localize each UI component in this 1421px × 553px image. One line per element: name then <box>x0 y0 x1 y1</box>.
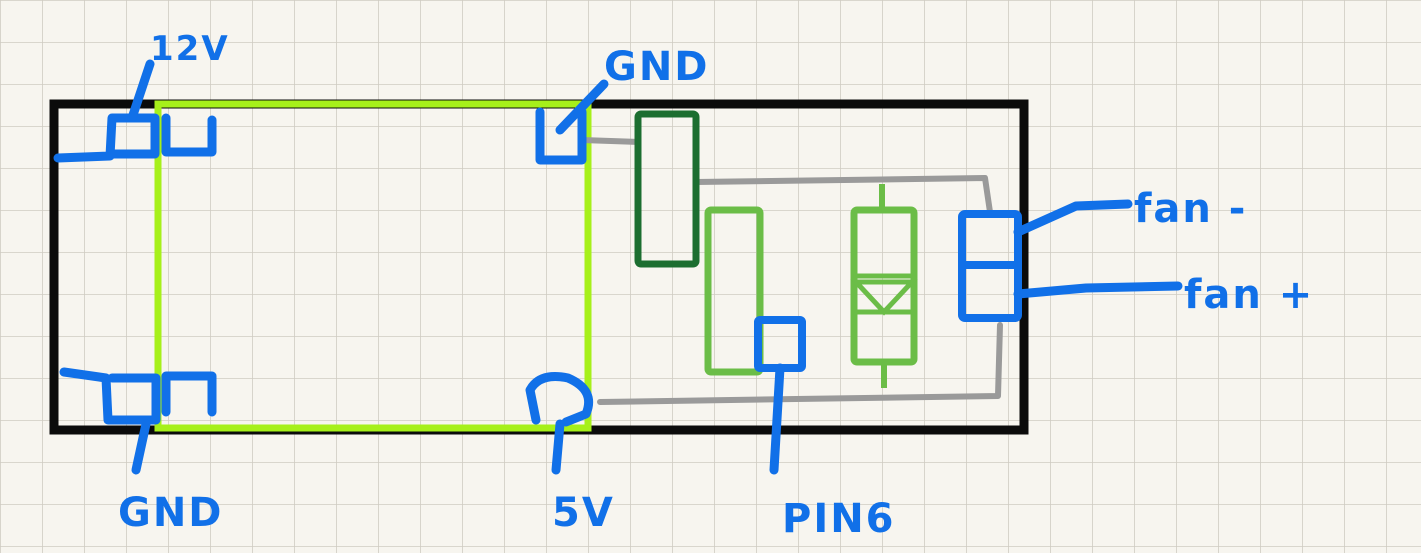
lead-fan-minus <box>1013 199 1133 237</box>
label-12v: 12V <box>150 29 230 69</box>
power-module-outline <box>154 100 592 432</box>
lead-12v <box>127 59 155 123</box>
pad-5v <box>525 372 594 427</box>
lead-5v <box>551 419 565 475</box>
label-pin6: PIN6 <box>782 496 896 542</box>
trace-mosfet-to-fan <box>693 175 993 215</box>
pad-gnd-top <box>535 107 587 165</box>
trace-gnd-to-mosfet <box>579 137 641 145</box>
trace-5v-to-fan <box>597 322 1003 405</box>
lead-gnd-top <box>555 79 609 135</box>
fan-connector <box>958 210 1022 322</box>
label-5v: 5V <box>552 490 615 536</box>
lead-fan-plus <box>1013 281 1183 299</box>
blue-wiring <box>53 59 1183 475</box>
label-gnd-top: GND <box>604 44 710 90</box>
label-fan-minus: fan - <box>1134 186 1247 232</box>
pad-module-in-bottom <box>161 371 217 417</box>
lead-gnd-left <box>131 419 151 475</box>
flyback-diode <box>850 184 918 388</box>
lead-pin6 <box>769 363 785 475</box>
mosfet <box>634 110 700 268</box>
label-fan-plus: fan + <box>1184 272 1314 318</box>
resistor <box>704 206 764 376</box>
traces <box>579 137 1003 405</box>
pad-module-in-top <box>161 113 217 157</box>
label-gnd-bottom: GND <box>118 490 224 536</box>
pad-gnd-left <box>59 367 161 425</box>
